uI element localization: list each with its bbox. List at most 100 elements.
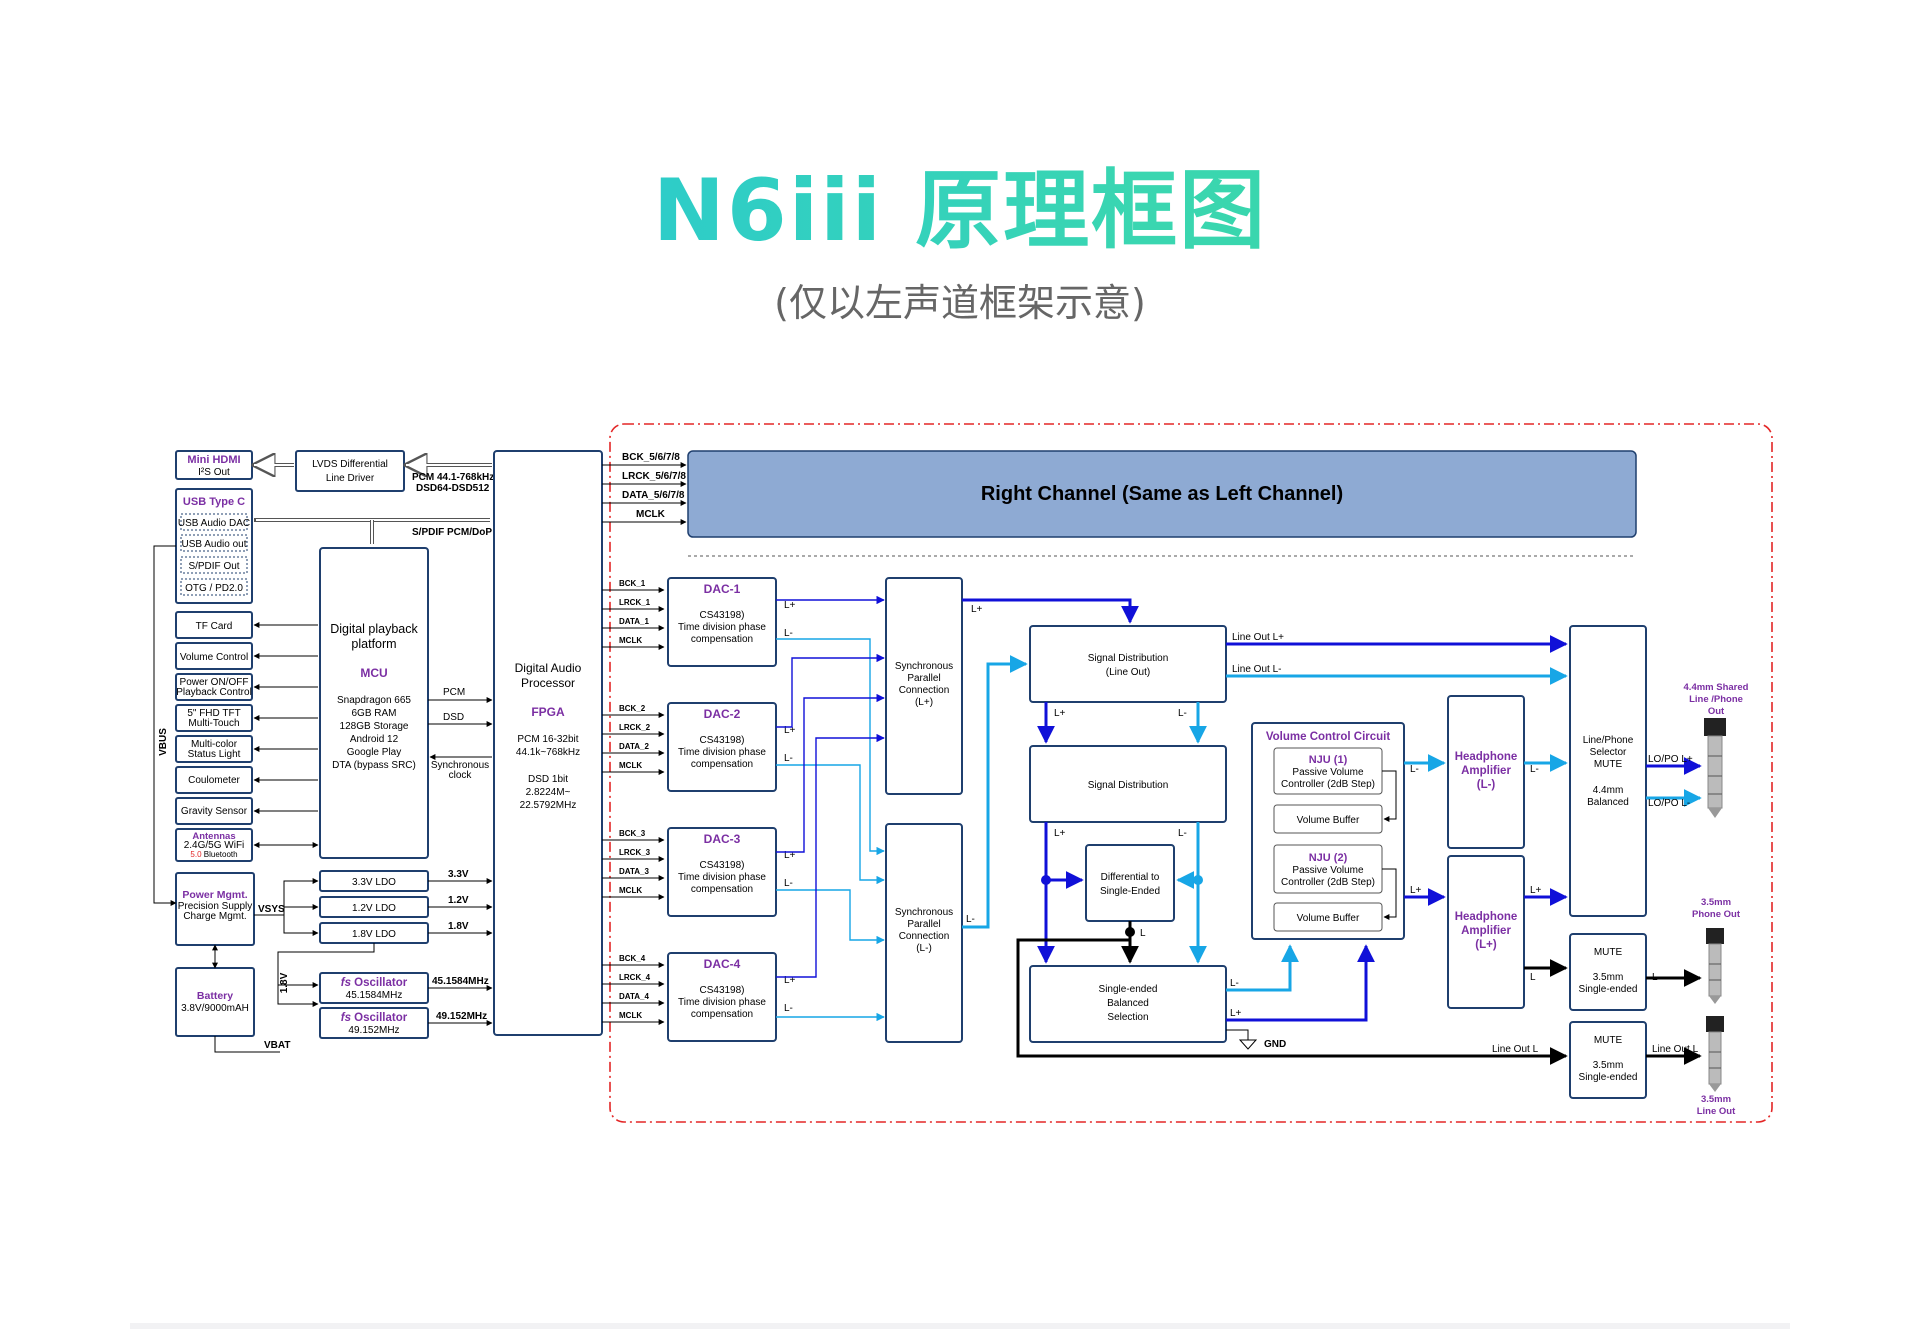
svg-text:L-: L-	[1178, 828, 1187, 839]
svg-text:Coulometer: Coulometer	[188, 775, 240, 786]
svg-text:LVDS Differential: LVDS Differential	[312, 459, 388, 470]
svg-text:Playback Control: Playback Control	[176, 687, 252, 698]
svg-text:fs Oscillator: fs Oscillator	[341, 977, 408, 989]
svg-text:Connection: Connection	[899, 931, 950, 942]
svg-text:(Line Out): (Line Out)	[1106, 667, 1150, 678]
svg-text:Line/Phone: Line/Phone	[1583, 735, 1634, 746]
svg-text:(L-): (L-)	[916, 943, 932, 954]
svg-text:Volume Control: Volume Control	[180, 652, 248, 663]
mute-line-box	[1569, 1021, 1647, 1099]
svg-text:3.3V: 3.3V	[448, 869, 469, 880]
svg-text:Power ON/OFF: Power ON/OFF	[180, 677, 249, 688]
svg-text:4.4mm Shared: 4.4mm Shared	[1684, 682, 1749, 693]
svg-text:Line Out: Line Out	[1697, 1106, 1736, 1117]
dac-signal-label: LRCK_3	[619, 848, 651, 857]
dac-lplus-label: L+	[784, 725, 796, 736]
svg-text:Time division phase: Time division phase	[678, 997, 766, 1008]
svg-text:DSD64-DSD512: DSD64-DSD512	[416, 483, 490, 494]
svg-text:Parallel: Parallel	[907, 673, 940, 684]
tft-box	[175, 704, 253, 732]
svg-text:5.0 Bluetooth: 5.0 Bluetooth	[190, 850, 237, 859]
dac-lminus-label: L-	[784, 1003, 793, 1014]
dac-signal-label: BCK_4	[619, 954, 646, 963]
svg-text:Digital playback: Digital playback	[330, 622, 418, 636]
svg-text:MUTE: MUTE	[1594, 947, 1623, 958]
svg-text:Phone Out: Phone Out	[1692, 909, 1741, 920]
svg-text:OTG / PD2.0: OTG / PD2.0	[185, 583, 243, 594]
svg-text:Headphone: Headphone	[1455, 751, 1518, 763]
right-channel-label: Right Channel (Same as Left Channel)	[981, 483, 1343, 505]
gravity-sensor-box	[175, 797, 253, 825]
svg-text:Time division phase: Time division phase	[678, 622, 766, 633]
hp-amp-minus-box	[1447, 695, 1525, 849]
svg-text:49.152MHz: 49.152MHz	[348, 1025, 399, 1036]
svg-text:Line /Phone: Line /Phone	[1689, 694, 1743, 705]
power-onoff-box	[175, 673, 253, 701]
svg-text:Differential to: Differential to	[1101, 872, 1160, 883]
dac-lplus-label: L+	[784, 975, 796, 986]
left-channel-frame	[609, 423, 1773, 1123]
svg-text:1.2V: 1.2V	[448, 895, 469, 906]
svg-text:4.4mm: 4.4mm	[1593, 785, 1624, 796]
fpga-box	[493, 450, 603, 1036]
dac-box-3	[667, 827, 777, 917]
svg-text:Signal Distribution: Signal Distribution	[1088, 780, 1169, 791]
svg-text:platform: platform	[351, 637, 396, 651]
svg-text:Line Driver: Line Driver	[326, 473, 375, 484]
svg-text:MCU: MCU	[360, 666, 387, 680]
dac-lminus-label: L-	[784, 628, 793, 639]
svg-text:Precision Supply: Precision Supply	[178, 901, 252, 912]
svg-text:MCLK: MCLK	[636, 509, 666, 520]
svg-text:NJU (1): NJU (1)	[1309, 754, 1348, 766]
svg-text:CS43198): CS43198)	[699, 860, 744, 871]
svg-text:CS43198): CS43198)	[699, 985, 744, 996]
svg-text:Status Light: Status Light	[188, 749, 241, 760]
svg-text:Android 12: Android 12	[350, 734, 399, 745]
svg-text:44.1k~768kHz: 44.1k~768kHz	[516, 747, 580, 758]
svg-text:Line Out L: Line Out L	[1492, 1044, 1539, 1055]
right-channel-box	[687, 450, 1637, 538]
svg-text:(L-): (L-)	[1477, 779, 1496, 791]
svg-text:DSD 1bit: DSD 1bit	[528, 774, 568, 785]
svg-text:I²S Out: I²S Out	[198, 467, 230, 478]
dac-box-2	[667, 702, 777, 792]
svg-text:Line Out L-: Line Out L-	[1232, 664, 1281, 675]
dac-lminus-label: L-	[784, 753, 793, 764]
svg-text:USB Audio DAC: USB Audio DAC	[178, 518, 250, 529]
svg-text:PCM: PCM	[443, 687, 465, 698]
dac-signal-label: MCLK	[619, 1011, 642, 1020]
svg-text:PCM 44.1-768kHz: PCM 44.1-768kHz	[412, 472, 494, 483]
dac-name: DAC-1	[704, 582, 741, 596]
dac-signal-label: BCK_2	[619, 704, 646, 713]
hp-amp-plus-box	[1447, 855, 1525, 1009]
svg-text:1.8V LDO: 1.8V LDO	[352, 929, 396, 940]
svg-text:2.4G/5G WiFi: 2.4G/5G WiFi	[184, 840, 245, 851]
svg-text:L-: L-	[1178, 708, 1187, 719]
volume-control-box	[175, 642, 253, 670]
svg-text:Power Mgmt.: Power Mgmt.	[182, 889, 247, 901]
svg-text:L-: L-	[1410, 764, 1419, 775]
svg-text:Charge Mgmt.: Charge Mgmt.	[183, 911, 246, 922]
svg-text:Gravity Sensor: Gravity Sensor	[181, 806, 248, 817]
svg-text:Synchronous: Synchronous	[895, 907, 953, 918]
svg-text:Battery: Battery	[197, 990, 233, 1002]
svg-text:Connection: Connection	[899, 685, 950, 696]
svg-text:3.5mm: 3.5mm	[1593, 972, 1624, 983]
svg-text:1.8V: 1.8V	[448, 921, 469, 932]
dac-box-1	[667, 577, 777, 667]
antennas-box	[175, 828, 253, 862]
svg-text:Processor: Processor	[521, 676, 575, 690]
svg-text:MUTE: MUTE	[1594, 759, 1623, 770]
svg-text:fs Oscillator: fs Oscillator	[341, 1012, 408, 1024]
svg-text:2.8224M~: 2.8224M~	[526, 787, 571, 798]
svg-text:VBUS: VBUS	[158, 728, 169, 756]
svg-text:Single-ended: Single-ended	[1099, 984, 1158, 995]
dac-signal-label: LRCK_4	[619, 973, 651, 982]
svg-text:compensation: compensation	[691, 884, 753, 895]
svg-text:L+: L+	[971, 604, 983, 615]
svg-text:LO/PO L-: LO/PO L-	[1648, 798, 1690, 809]
svg-text:USB Audio out: USB Audio out	[181, 539, 246, 550]
svg-text:CS43198): CS43198)	[699, 735, 744, 746]
svg-text:3.5mm: 3.5mm	[1701, 1094, 1731, 1105]
